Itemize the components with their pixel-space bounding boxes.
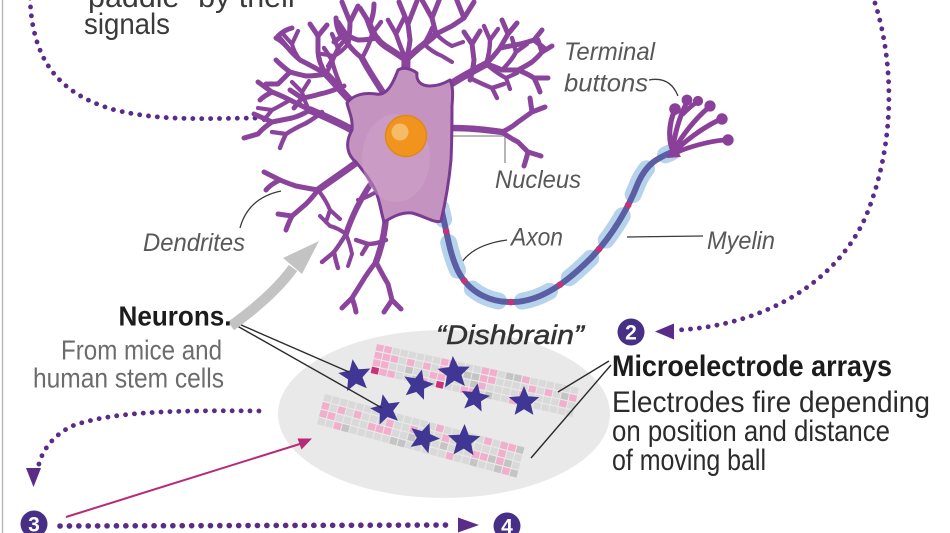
svg-text:Dendrites: Dendrites <box>143 229 245 257</box>
svg-text:human stem cells: human stem cells <box>33 363 224 394</box>
svg-text:Microelectrode arrays: Microelectrode arrays <box>612 350 892 383</box>
svg-text:signals: signals <box>84 8 170 41</box>
svg-text:Nucleus: Nucleus <box>495 166 581 194</box>
svg-text:paddle” by their: paddle” by their <box>88 0 298 14</box>
svg-text:From mice and: From mice and <box>61 335 222 366</box>
svg-text:Electrodes fire depending: Electrodes fire depending <box>612 386 930 419</box>
svg-text:Terminal: Terminal <box>564 38 656 66</box>
svg-text:Myelin: Myelin <box>707 227 775 255</box>
svg-text:on position and distance: on position and distance <box>612 415 890 448</box>
svg-text:3: 3 <box>28 514 40 533</box>
svg-text:“Dishbrain”: “Dishbrain” <box>436 320 585 350</box>
svg-text:Neurons.: Neurons. <box>119 301 232 332</box>
svg-text:Axon: Axon <box>509 224 563 252</box>
svg-text:buttons: buttons <box>564 70 648 98</box>
svg-text:4: 4 <box>501 516 513 533</box>
svg-text:2: 2 <box>625 322 637 345</box>
svg-text:of moving ball: of moving ball <box>612 444 766 477</box>
